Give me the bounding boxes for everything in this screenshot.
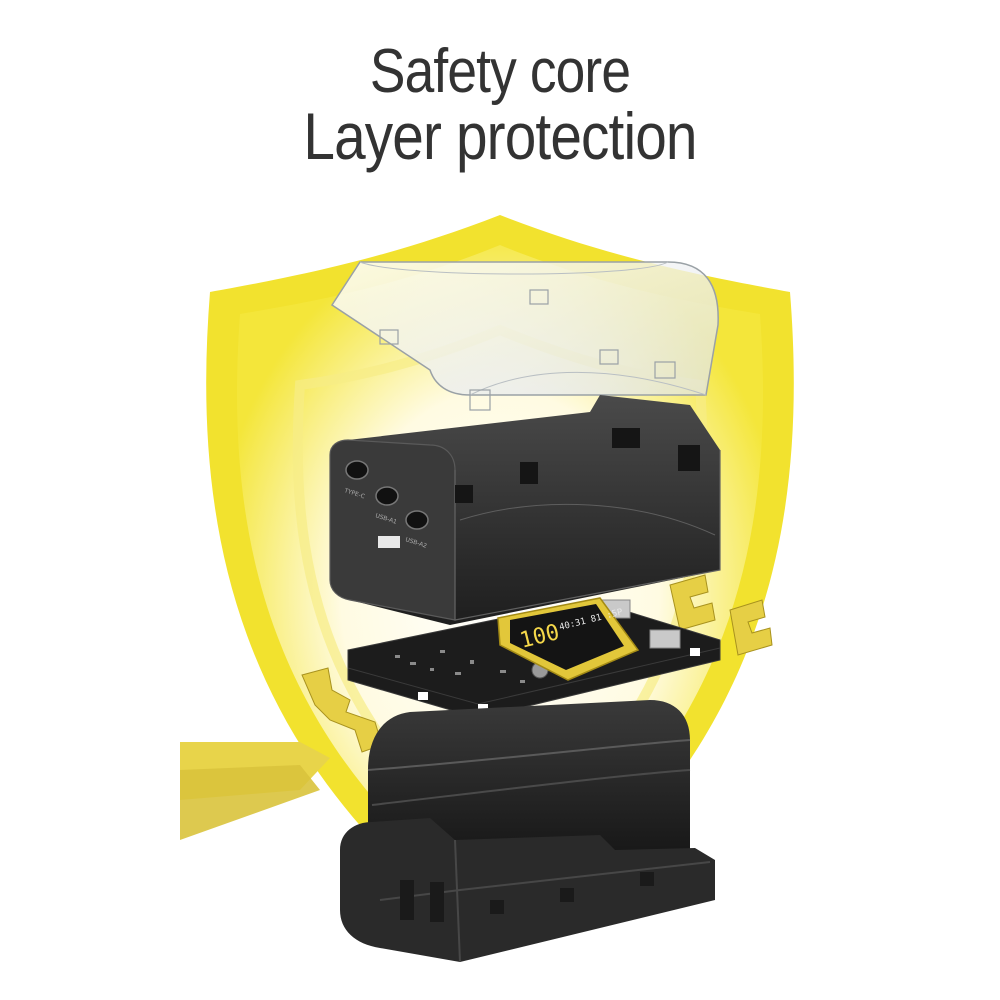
usb-a2-port-icon: [405, 510, 429, 530]
outer-shell-frame: [329, 395, 721, 625]
heading: Safety core Layer protection: [0, 37, 1000, 173]
lcd-display-module: 100 40:31 81 :5P: [497, 597, 640, 681]
usb-a-connector-2: [649, 629, 681, 649]
usb-c-port-icon: [345, 460, 369, 480]
title-line-2: Layer protection: [303, 99, 697, 173]
title-line-1: Safety core: [369, 37, 631, 106]
yellow-cable: [180, 742, 330, 840]
battery-cell: [367, 700, 691, 871]
bottom-tray: [340, 818, 715, 963]
transparent-lid: [330, 261, 719, 411]
right-metal-contacts: [669, 574, 773, 656]
usb-a1-port-icon: [375, 486, 399, 506]
